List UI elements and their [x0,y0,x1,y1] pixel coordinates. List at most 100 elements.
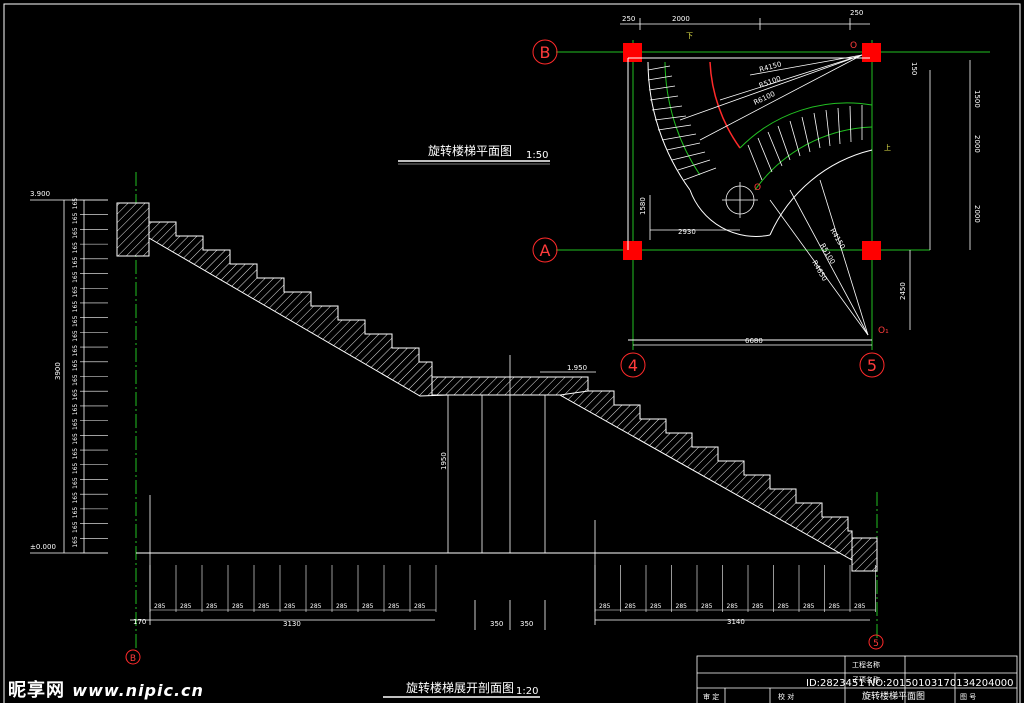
riser-label: 165 [72,536,79,548]
svg-text:子项名称: 子项名称 [852,675,880,684]
riser-label: 165 [72,198,79,210]
bottom-beam [851,537,878,572]
riser-label: 165 [72,404,79,416]
svg-text:1500: 1500 [973,90,981,108]
tread-label: 285 [854,603,866,610]
axis-bubble-b: B [532,39,558,65]
svg-text:3.900: 3.900 [30,190,50,198]
svg-text:图 号: 图 号 [960,693,976,701]
svg-text:170: 170 [133,618,146,626]
section-scale: 1:20 [516,686,538,697]
tread-label: 285 [180,603,192,610]
column-a4 [623,241,642,260]
svg-text:审 定: 审 定 [703,692,719,701]
tread-label: 285 [154,603,166,610]
riser-label: 165 [72,301,79,313]
watermark-url: www.nipic.cn [72,681,204,700]
axis-bubble-4: 4 [620,352,646,378]
tread-label: 285 [701,603,713,610]
watermark: 昵享网 www.nipic.cn [8,676,204,702]
svg-text:5: 5 [873,639,879,649]
tread-label: 285 [362,603,374,610]
axis-bubble-5: 5 [859,352,885,378]
svg-text:3130: 3130 [283,620,301,628]
svg-text:O: O [850,41,857,51]
svg-text:5: 5 [867,356,877,375]
top-beam [116,202,150,257]
svg-text:O₁: O₁ [878,326,889,336]
svg-text:2000: 2000 [672,15,690,23]
riser-label: 165 [72,257,79,269]
svg-text:校 对: 校 对 [778,692,794,701]
radius-lines-top [679,54,863,141]
svg-text:1950: 1950 [440,452,448,470]
riser-label: 165 [72,448,79,460]
section-title: 旋转楼梯展开剖面图 [406,680,514,695]
tread-label: 285 [727,603,739,610]
riser-label: 165 [72,492,79,504]
svg-text:3140: 3140 [727,618,745,626]
left-elevation-dims: 3.900 ±0.000 3900 [30,190,108,554]
svg-text:B: B [540,43,551,62]
svg-text:250: 250 [622,15,635,23]
section-view: B 5 1.950 1950 3.900 [30,172,884,698]
column-b4 [623,43,642,62]
svg-text:上: 上 [884,143,891,152]
riser-label: 165 [72,227,79,239]
riser-label: 165 [72,389,79,401]
tread-label: 285 [829,603,841,610]
riser-label: 165 [72,462,79,474]
tread-label: 285 [676,603,688,610]
upper-tread-lines [647,65,717,181]
tread-label: 285 [778,603,790,610]
svg-text:工程名称: 工程名称 [852,660,880,669]
svg-text:6680: 6680 [745,337,763,345]
plan-title: 旋转楼梯平面图 [428,143,512,158]
riser-label: 165 [72,360,79,372]
drawing-frame [3,3,1021,703]
elev-mid: 1.950 [567,364,587,372]
tread-label: 285 [336,603,348,610]
riser-label: 165 [72,242,79,254]
svg-text:R4650: R4650 [810,259,828,283]
axis-bubble-5-section: 5 [868,634,884,650]
watermark-brand: 昵享网 [8,680,65,701]
svg-text:R5100: R5100 [818,242,836,266]
plan-scale: 1:50 [526,150,548,161]
svg-text:150: 150 [910,62,918,75]
svg-text:R4150: R4150 [828,227,846,251]
lower-flight [558,390,853,561]
tread-label: 285 [310,603,322,610]
svg-text:3900: 3900 [54,362,62,380]
tread-label: 285 [803,603,815,610]
riser-label: 165 [72,433,79,445]
svg-text:2450: 2450 [899,282,907,300]
tread-label: 285 [414,603,426,610]
column-b5 [862,43,881,62]
svg-text:B: B [130,654,136,664]
svg-text:旋转楼梯平面图: 旋转楼梯平面图 [862,690,925,702]
plan-view: B A 4 5 [398,9,990,378]
riser-label: 165 [72,477,79,489]
tread-label: 285 [258,603,270,610]
riser-label: 165 [72,521,79,533]
tread-label: 285 [599,603,611,610]
riser-label: 165 [72,345,79,357]
tread-label: 285 [232,603,244,610]
riser-label: 165 [72,507,79,519]
lower-tread-lines [747,105,863,181]
riser-label: 165 [72,271,79,283]
tread-label: 285 [752,603,764,610]
svg-text:2000: 2000 [973,135,981,153]
riser-label: 165 [72,330,79,342]
tread-label: 285 [206,603,218,610]
riser-label: 165 [72,315,79,327]
tread-label: 285 [650,603,662,610]
tread-label: 285 [388,603,400,610]
svg-text:350: 350 [490,620,503,628]
riser-ticks: 165 165 165 165 165 165 165 165 165 165 165 165 165 1… [72,198,108,554]
walk-line-arc [709,61,741,149]
title-block [696,655,1018,703]
axis-bubble-b-section: B [125,649,141,665]
